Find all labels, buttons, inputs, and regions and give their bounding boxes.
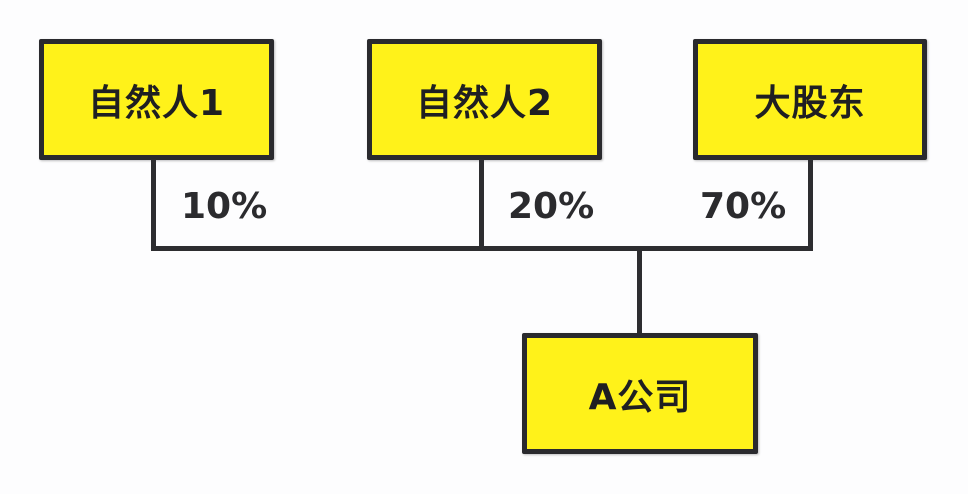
company-box: A公司	[522, 333, 758, 454]
connector-horizontal-bus	[151, 246, 813, 251]
connector-stem-person-2	[479, 159, 484, 251]
shareholder-box-major: 大股东	[693, 39, 927, 160]
shareholder-label: 自然人1	[87, 82, 226, 124]
share-percent-person-1: 10%	[181, 186, 268, 227]
shareholder-label: 大股东	[754, 82, 866, 124]
shareholder-box-person-2: 自然人2	[367, 39, 602, 160]
shareholder-box-person-1: 自然人1	[39, 39, 274, 160]
share-percent-person-2: 20%	[508, 186, 595, 227]
connector-stem-company	[637, 250, 642, 334]
company-label: A公司	[588, 376, 692, 418]
shareholder-label: 自然人2	[415, 82, 554, 124]
connector-stem-major	[808, 159, 813, 251]
share-percent-major: 70%	[700, 186, 787, 227]
connector-stem-person-1	[151, 159, 156, 251]
